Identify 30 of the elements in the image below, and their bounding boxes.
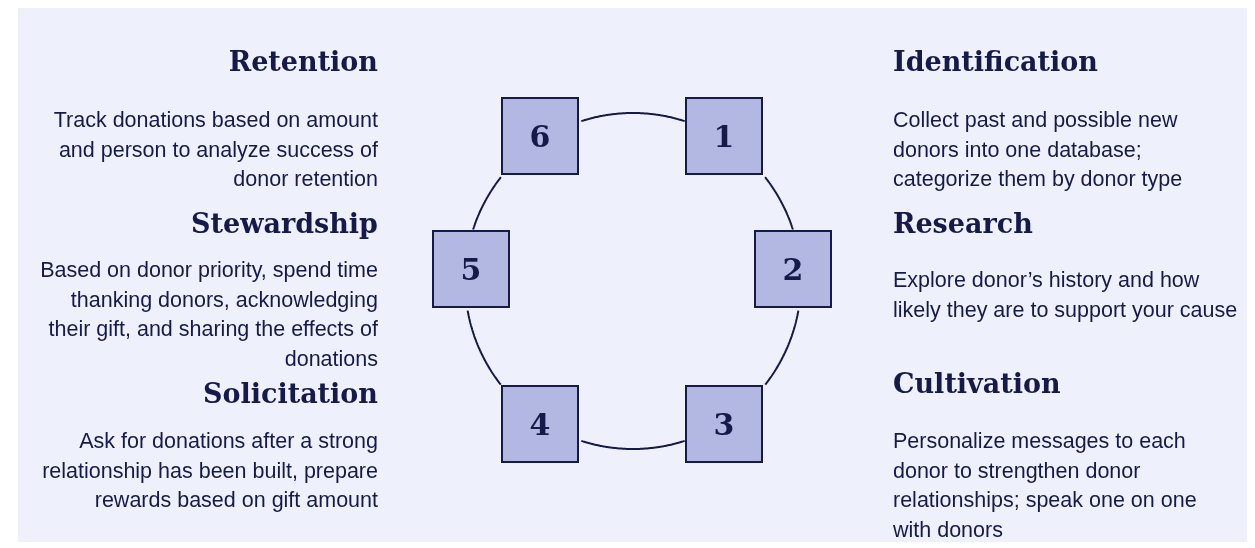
step-box	[685, 385, 763, 463]
stage-heading: Solicitation	[202, 378, 378, 409]
step-number: 2	[782, 251, 804, 287]
step-box	[432, 230, 510, 308]
step-box	[501, 385, 579, 463]
circle-arc-connector	[764, 309, 800, 386]
circle-arc-connector	[580, 439, 686, 450]
step-number: 3	[713, 406, 735, 442]
stage-description: Collect past and possible new donors into one database; categorize them by donor type	[893, 107, 1184, 193]
circle-arc-connector	[472, 176, 502, 231]
circle-arc-connector	[764, 176, 794, 231]
circle-arc-connector	[466, 309, 502, 386]
stage-description: Explore donor’s history and how likely they are to support your cause	[893, 267, 1238, 324]
circle-arc-connector	[580, 112, 686, 123]
stage-heading: Identification	[893, 46, 1098, 77]
stage-description: Personalize messages to each donor to strengthen donor relationships; speak one on one with donors	[893, 428, 1198, 544]
stage-heading: Research	[893, 208, 1033, 239]
stage-heading: Cultivation	[893, 368, 1061, 399]
step-box	[685, 97, 763, 175]
stage-description: Ask for donations after a strong relationship has been built, prepare rewards based on gift amount	[41, 428, 378, 514]
step-box	[501, 97, 579, 175]
stage-heading: Retention	[228, 46, 378, 77]
step-number: 1	[713, 118, 735, 154]
step-number: 4	[529, 406, 551, 442]
stage-heading: Stewardship	[191, 208, 378, 239]
step-number: 6	[529, 118, 551, 154]
stage-description: Track donations based on amount and person to analyze success of donor retention	[52, 107, 378, 193]
step-number: 5	[460, 251, 482, 287]
stage-description: Based on donor priority, spend time thanking donors, acknowledging their gift, and sharing the effects of donations	[39, 257, 378, 373]
step-box	[754, 230, 832, 308]
